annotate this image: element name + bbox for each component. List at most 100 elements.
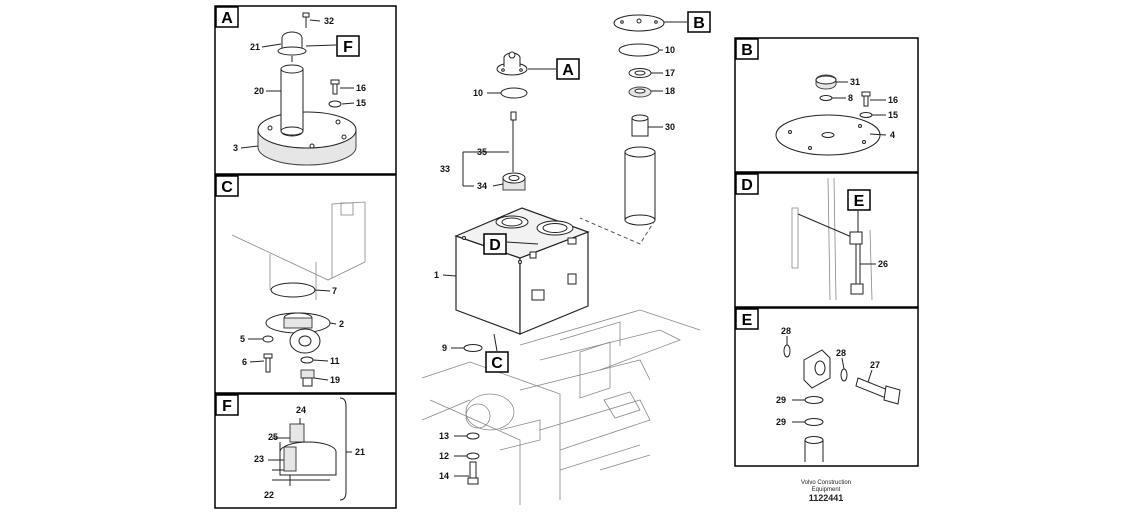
breather-part-21	[277, 31, 307, 62]
base-plate-part-3	[257, 111, 357, 166]
label-23: 23	[254, 454, 264, 464]
filter-pipe-part-35	[510, 111, 517, 172]
label-22: 22	[264, 490, 274, 500]
main-c-callout: C	[491, 355, 503, 372]
filter-cartridge-part-34	[502, 172, 526, 191]
footer-company-line2: Equipment	[812, 487, 841, 493]
breather-cap-part-31	[815, 74, 837, 90]
flange-part-17	[628, 68, 652, 78]
label-27: 27	[870, 360, 880, 370]
label-29-b: 29	[776, 417, 786, 427]
bolt-part-16-b	[861, 91, 871, 107]
label-33: 33	[440, 164, 450, 174]
gasket-part-28-a	[783, 344, 791, 358]
label-28-a: 28	[781, 326, 791, 336]
filter-element-part-20	[280, 64, 304, 136]
panel-e: E 28 28 27 29 29	[734, 307, 919, 467]
label-24: 24	[296, 405, 306, 415]
filter-tube	[624, 146, 656, 226]
label-21: 21	[250, 42, 260, 52]
panel-f-tag: F	[222, 398, 232, 415]
panel-d-tag: D	[741, 177, 753, 194]
label-2: 2	[339, 319, 344, 329]
label-8: 8	[848, 93, 853, 103]
main-d-callout: D	[489, 237, 501, 254]
adapter-part-30	[631, 114, 649, 137]
panel-f: F 24 25 23 22 21	[214, 393, 397, 509]
label-21-f: 21	[355, 447, 365, 457]
machine-frame	[421, 309, 701, 505]
elbow-part	[803, 349, 831, 389]
gasket-part-10-left	[500, 87, 528, 99]
bolt-part-16	[330, 79, 340, 95]
o-ring-part-11	[300, 356, 314, 364]
label-26: 26	[878, 259, 888, 269]
seal-part-29-b	[804, 418, 824, 426]
panel-d: D E 26	[734, 172, 919, 308]
label-15: 15	[356, 98, 366, 108]
bolt-part-6	[263, 353, 273, 373]
label-34: 34	[477, 181, 487, 191]
label-12: 12	[439, 451, 449, 461]
label-18: 18	[665, 86, 675, 96]
banjo-bolt-part-27	[855, 377, 901, 405]
panel-b-tag: B	[741, 42, 753, 59]
main-b-callout: B	[693, 15, 705, 32]
panel-a-f-callout: F	[343, 39, 353, 56]
o-ring-part-8	[819, 95, 833, 101]
label-19: 19	[330, 375, 340, 385]
label-9: 9	[442, 343, 447, 353]
cover-plate-part-4	[775, 114, 881, 156]
label-20: 20	[254, 86, 264, 96]
washer-part-15-b	[859, 112, 873, 118]
label-28-b: 28	[836, 348, 846, 358]
washer-part-15	[328, 100, 342, 108]
washer-part-12	[466, 452, 480, 460]
panel-c: C 7	[214, 174, 397, 394]
screw-part-32	[302, 12, 310, 28]
panel-e-tag: E	[742, 312, 753, 329]
label-35: 35	[477, 147, 487, 157]
label-14: 14	[439, 471, 449, 481]
seal-part-29-a	[804, 396, 824, 404]
hydraulic-tank-part-1	[454, 207, 590, 335]
panel-b: B 31 8 16 15 4	[734, 37, 919, 173]
footer: Volvo Construction Equipment 1122441	[801, 480, 851, 503]
gasket-part-10-right	[618, 43, 660, 57]
gasket-part-28-b	[840, 368, 848, 382]
label-15-b: 15	[888, 110, 898, 120]
main-assembly: A B D C 10 17 18 30 10 35 33 34 1	[421, 11, 711, 505]
hose-end	[804, 436, 824, 462]
label-30: 30	[665, 122, 675, 132]
label-6: 6	[242, 357, 247, 367]
panel-a-tag: A	[221, 10, 233, 27]
main-a-callout: A	[562, 62, 574, 79]
label-11: 11	[330, 356, 340, 366]
label-5: 5	[240, 334, 245, 344]
ring-part-9	[463, 344, 483, 352]
gasket-part-7	[270, 282, 316, 298]
label-16-b: 16	[888, 95, 898, 105]
flange-part-2	[265, 312, 331, 354]
washer-part-5	[262, 335, 274, 343]
label-32: 32	[324, 16, 334, 26]
label-16: 16	[356, 83, 366, 93]
footer-part-number: 1122441	[809, 493, 844, 503]
label-31: 31	[850, 77, 860, 87]
label-17: 17	[665, 68, 675, 78]
washer-part-13	[466, 432, 480, 440]
label-7: 7	[332, 286, 337, 296]
breather-callout-a-part	[496, 51, 528, 76]
label-10-left: 10	[473, 88, 483, 98]
label-1: 1	[434, 270, 439, 280]
bolt-part-14	[467, 461, 479, 485]
label-4: 4	[890, 130, 895, 140]
panel-d-e-callout: E	[854, 193, 865, 210]
cover-plate-b-part	[613, 14, 665, 32]
panel-a: A F	[214, 5, 397, 175]
panel-c-tag: C	[221, 179, 233, 196]
label-29-a: 29	[776, 395, 786, 405]
plug-part-19	[300, 369, 315, 387]
label-25: 25	[268, 432, 278, 442]
